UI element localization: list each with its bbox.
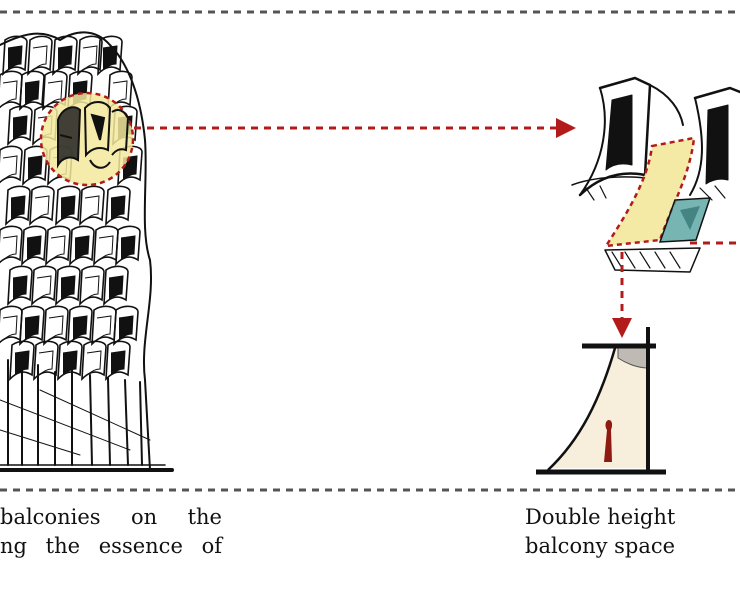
balcony-pod xyxy=(0,145,23,184)
balcony-pod xyxy=(2,35,28,77)
balcony-pod-shadow xyxy=(57,45,73,71)
balcony-pod-shadow xyxy=(38,350,54,376)
balcony-pod xyxy=(19,70,45,112)
balcony-pod-shadow xyxy=(120,235,136,261)
balcony-pod-shadow xyxy=(7,45,23,71)
balcony-pods xyxy=(0,35,143,382)
balcony-pod-shadow xyxy=(24,315,40,341)
highlight-sketch xyxy=(57,101,130,169)
human-figure xyxy=(604,420,613,462)
balcony-pod xyxy=(33,340,59,382)
balcony-pod xyxy=(105,185,131,227)
balcony-pod xyxy=(7,105,33,147)
double-height-balcony-sketch xyxy=(571,76,740,273)
balcony-pod xyxy=(7,265,33,307)
balcony-pod-shadow xyxy=(96,315,112,341)
caption-left-line2: ng the essence of xyxy=(0,534,222,558)
balcony-pod-shadow xyxy=(32,45,48,71)
balcony-pod xyxy=(57,340,83,382)
balcony-pod xyxy=(0,305,23,344)
balcony-pod xyxy=(45,225,71,267)
balcony-pod xyxy=(21,225,47,267)
balcony-pod-shadow xyxy=(26,235,42,261)
double-height-highlight xyxy=(603,136,696,248)
balcony-pod-shadow xyxy=(110,350,126,376)
balcony-pod-shadow xyxy=(110,195,126,221)
balcony-pod-shadow xyxy=(60,275,76,301)
balcony-pod-shadow xyxy=(12,275,28,301)
balcony-pod xyxy=(81,340,107,382)
balcony-pod xyxy=(79,265,105,307)
balcony-pod xyxy=(105,340,131,382)
caption-middle-line1: Double height xyxy=(525,505,676,529)
balcony-pod xyxy=(93,225,119,267)
balcony-pod xyxy=(29,185,55,227)
teal-shadow xyxy=(680,206,700,230)
balcony-pod xyxy=(9,340,35,382)
caption-left: balconies on the ng the essence of xyxy=(0,503,222,561)
balcony-pod-shadow xyxy=(84,195,100,221)
caption-left-line1: balconies on the xyxy=(0,505,222,529)
section-sketch xyxy=(536,327,666,475)
balcony-pod xyxy=(103,265,129,307)
balcony-pod-shadow xyxy=(27,155,43,181)
balcony-pod-shadow xyxy=(74,235,90,261)
balcony-pod-shadow xyxy=(72,315,88,341)
balcony-pod-shadow xyxy=(82,45,98,71)
arrow-head-right xyxy=(556,118,576,138)
balcony-pod-shadow xyxy=(14,350,30,376)
balcony-pod-shadow xyxy=(108,275,124,301)
balcony-pod xyxy=(27,35,53,77)
balcony-pod-shadow xyxy=(60,195,76,221)
balcony-pod-shadow xyxy=(47,80,63,106)
balcony-pod xyxy=(55,185,81,227)
balcony-pod xyxy=(22,145,48,187)
balcony-pod-shadow xyxy=(50,235,66,261)
arrow-head-down xyxy=(612,318,632,338)
caption-middle-line2: balcony space xyxy=(525,534,676,558)
balcony-pod xyxy=(55,265,81,307)
balcony-pod-shadow xyxy=(62,350,78,376)
balcony-pod xyxy=(43,305,69,347)
balcony-pod-shadow xyxy=(102,45,118,71)
balcony-pod xyxy=(115,225,141,267)
balcony-pod xyxy=(31,265,57,307)
balcony-pod xyxy=(0,70,23,109)
balcony-pod xyxy=(5,185,31,227)
balcony-pod xyxy=(69,225,95,267)
tower-sketch xyxy=(0,31,174,472)
balcony-pod-shadow xyxy=(2,80,18,106)
balcony-pod xyxy=(79,185,105,227)
section-fill xyxy=(548,348,648,468)
balcony-pod-shadow xyxy=(2,155,18,181)
balcony-pod-shadow xyxy=(24,80,40,106)
balcony-pod-shadow xyxy=(12,115,28,141)
balcony-pod-shadow xyxy=(34,195,50,221)
balcony-pod-shadow xyxy=(98,235,114,261)
balcony-pod-shadow xyxy=(48,315,64,341)
balcony-pod-shadow xyxy=(36,275,52,301)
balcony-pod-shadow xyxy=(2,315,18,341)
caption-middle: Double height balcony space xyxy=(525,503,705,561)
balcony-pod-shadow xyxy=(84,275,100,301)
balcony-pod-shadow xyxy=(118,315,134,341)
balcony-pod xyxy=(0,225,23,264)
balcony-pod xyxy=(91,305,117,347)
balcony-pod xyxy=(97,35,123,77)
balcony-pod-shadow xyxy=(2,235,18,261)
balcony-pod-shadow xyxy=(10,195,26,221)
balcony-pod-shadow xyxy=(86,350,102,376)
